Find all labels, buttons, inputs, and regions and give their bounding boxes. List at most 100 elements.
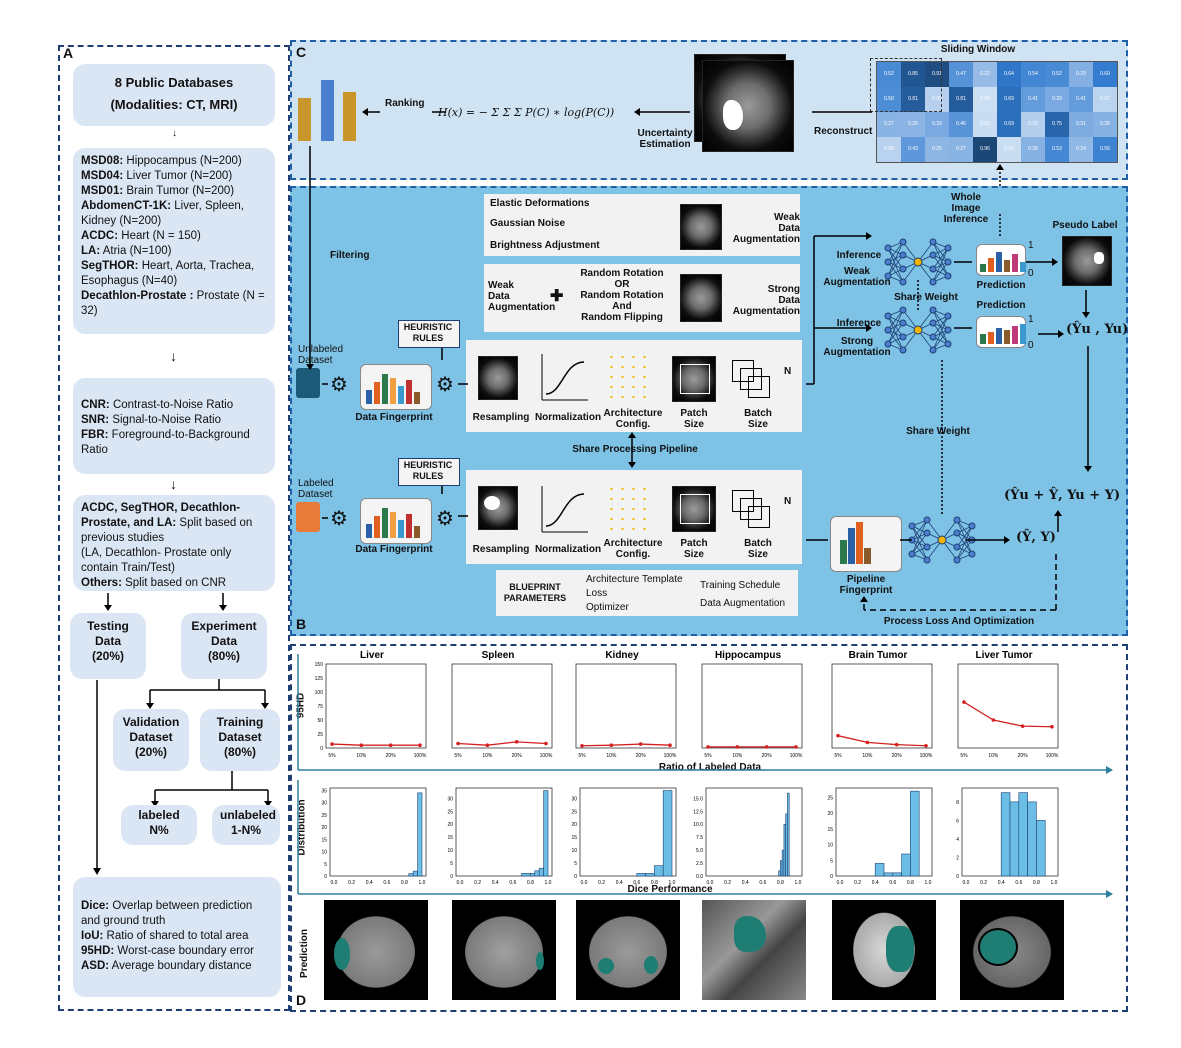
share-weight-label-1: Share Weight <box>894 292 958 303</box>
sliding-window-label: Sliding Window <box>940 44 1016 55</box>
line-point <box>456 741 460 746</box>
x-tick-label: 20% <box>386 753 397 759</box>
y-tick-label: 75 <box>317 704 323 710</box>
line-point <box>924 743 928 748</box>
y-tick-label: 0 <box>320 746 323 752</box>
pred-image-brain <box>832 900 936 1000</box>
line-point <box>580 743 584 748</box>
fingerprint-bar <box>996 252 1002 272</box>
panel-b-letter: B <box>296 616 307 632</box>
heatmap-cell: 0.41 <box>1069 87 1093 112</box>
xlabel-dice: Dice Performance <box>627 884 713 895</box>
pred-mask-brain <box>886 926 914 972</box>
fingerprint-bar <box>414 526 420 538</box>
y-tick-label: 100 <box>315 690 324 696</box>
hist-bar <box>901 853 911 877</box>
blueprint-schedule: Training Schedule <box>700 580 781 591</box>
line-point <box>991 718 996 722</box>
prediction-label-2: Prediction <box>976 300 1026 311</box>
pf-bar-1 <box>840 540 847 564</box>
dataset-item: MSD04: Liver Tumor (N=200) <box>81 169 267 184</box>
strong-mid-1: Random Rotation <box>580 268 664 279</box>
line-point <box>668 743 672 747</box>
hist-bar <box>408 873 414 877</box>
pair-combined: (Ŷu + Ŷ, Yu + Y) <box>1004 488 1121 503</box>
step-normalization-1: Normalization <box>534 412 602 423</box>
heatmap-cell: 0.27 <box>877 112 901 137</box>
hist-x-tick: 1.0 <box>795 880 802 886</box>
line-point <box>836 733 840 738</box>
dataset-item: LA: Atria (N=100) <box>81 244 267 259</box>
databases-modalities: (Modalities: CT, MRI) <box>110 97 238 112</box>
heuristic-1b: RULES <box>412 333 444 343</box>
unlabeled-dataset-1: Unlabeled <box>298 344 344 355</box>
dataset-desc: Atria (N=100) <box>100 245 172 257</box>
line-point <box>514 740 519 744</box>
x-tick-label: 10% <box>482 753 493 759</box>
label-mask-2 <box>484 496 500 510</box>
pred-bars-1 <box>980 248 1026 272</box>
heatmap-cell: 0.33 <box>925 112 949 137</box>
fingerprint-bar <box>1020 262 1026 272</box>
line-point <box>418 743 422 747</box>
hist-x-tick: 0.2 <box>724 880 731 886</box>
validation-line2: Dataset <box>129 730 173 744</box>
gear-icon: ⚙ <box>436 374 454 396</box>
heatmap-cell: 0.75 <box>1045 112 1069 137</box>
testing-line1: Testing <box>87 619 129 633</box>
hist-y-tick: 20 <box>827 811 833 817</box>
hist-x-tick: 0.6 <box>509 880 516 886</box>
heatmap-cell: 0.54 <box>1021 62 1045 87</box>
pseudo-label-label: Pseudo Label <box>1052 220 1118 231</box>
pseudo-mask <box>1094 252 1104 264</box>
step-architecture-1: Architecture Config. <box>603 408 663 430</box>
inference-weak: Inference <box>836 250 882 261</box>
heuristic-label-1: HEURISTIC RULES <box>398 322 458 344</box>
hist-x-tick: 0.0 <box>581 880 588 886</box>
ranking-bar-1 <box>298 98 311 141</box>
strong-aug-label-1: Strong <box>767 284 800 295</box>
hist-bar <box>874 863 885 877</box>
metric-item: SNR: Signal-to-Noise Ratio <box>81 413 267 428</box>
hist-y-tick: 10.0 <box>693 822 703 828</box>
hist-x-tick: 1.0 <box>419 880 426 886</box>
heatmap-cell: 0.08 <box>877 137 901 162</box>
x-tick-label: 20% <box>892 753 903 759</box>
y-tick-label: 25 <box>317 732 323 738</box>
validation-dataset-box: Validation Dataset (20%) <box>113 709 189 771</box>
gear-icon: ⚙ <box>436 508 454 530</box>
heatmap-cell: 0.56 <box>1093 137 1117 162</box>
hist-y-tick: 8 <box>956 800 959 806</box>
line-point <box>706 745 710 749</box>
strong-left-3: Augmentation <box>488 302 556 313</box>
line-point <box>962 700 966 704</box>
heatmap-cell: 0.28 <box>1021 137 1045 162</box>
weak-aug-item-1: Elastic Deformations <box>490 198 590 209</box>
blueprint-loss: Loss <box>586 588 608 599</box>
databases-title: 8 Public Databases <box>114 75 234 90</box>
hist-y-tick: 15 <box>571 835 577 841</box>
metric-desc: Contrast-to-Noise Ratio <box>109 399 234 411</box>
pair-labeled: (Ŷ, Y) <box>1016 530 1056 545</box>
training-line3: (80%) <box>223 745 256 759</box>
hist-y-tick: 0 <box>450 874 453 880</box>
hist-x-tick: 0.4 <box>366 880 373 886</box>
batch-squares-2b <box>740 498 762 520</box>
line-point <box>330 742 334 746</box>
x-tick-label: 10% <box>732 753 743 759</box>
fingerprint-bar <box>406 380 412 404</box>
xlabel-ratio: Ratio of Labeled Data <box>658 762 762 773</box>
hist-bar <box>1000 792 1011 877</box>
dataset-desc: Liver, Spleen, Kidney (N=200) <box>81 200 244 227</box>
labeled-dataset-2: Dataset <box>298 489 333 500</box>
split-box: ACDC, SegTHOR, Decathlon-Prostate, and L… <box>73 495 275 591</box>
blueprint-augmentation: Data Augmentation <box>700 598 786 609</box>
hist-x-tick: 0.6 <box>759 880 766 886</box>
fingerprint-bar <box>382 374 388 404</box>
x-tick-label: 100% <box>1046 753 1059 759</box>
step-resampling-2: Resampling <box>472 544 530 555</box>
weak-aug-label-1: Weak <box>774 212 800 223</box>
blueprint-arch: Architecture Template <box>586 574 683 585</box>
hist-y-tick: 5 <box>830 858 833 864</box>
hist-bar <box>662 790 673 877</box>
